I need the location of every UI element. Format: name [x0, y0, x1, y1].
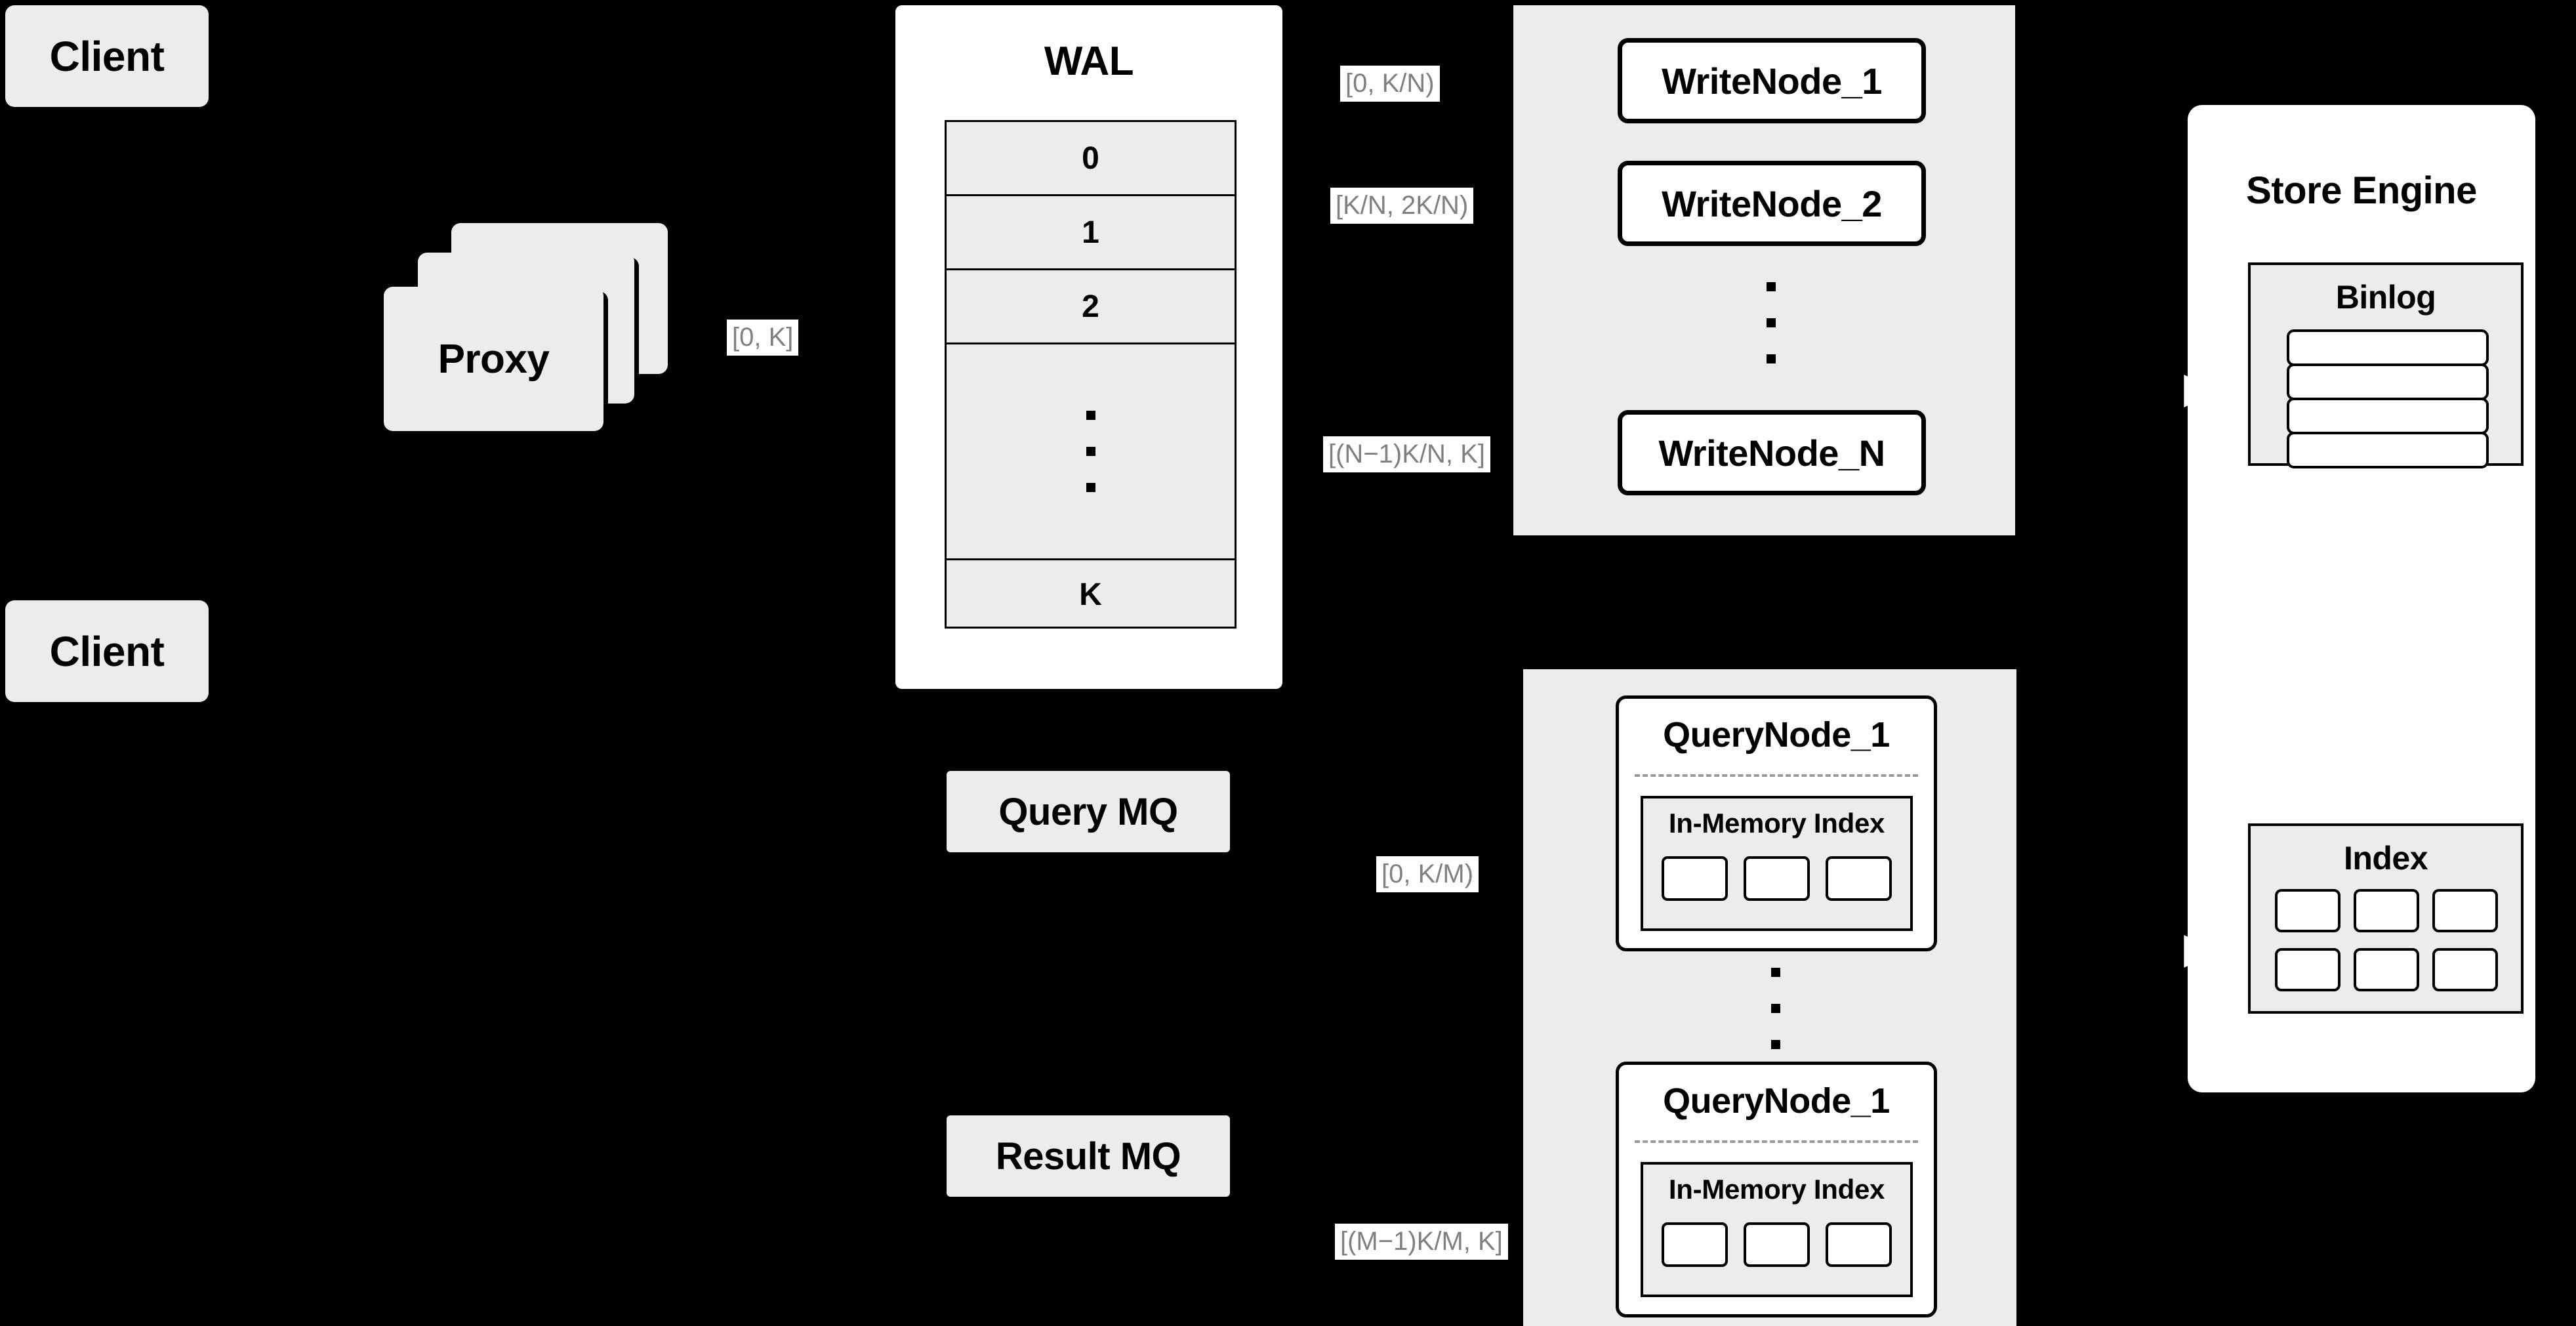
query-node-1-index-title: In-Memory Index	[1668, 808, 1885, 839]
write-node-n-label: WriteNode_N	[1658, 432, 1885, 474]
write-node-2-range-label: [K/N, 2K/N)	[1330, 188, 1474, 224]
query-mq-label: Query MQ	[998, 790, 1178, 833]
ellipsis-dot	[1767, 354, 1776, 363]
index-chip	[1662, 856, 1728, 901]
wal-table: 0 1 2 K	[945, 120, 1237, 629]
query-node-1-in-memory-index: In-Memory Index	[1641, 796, 1913, 931]
index-title: Index	[2343, 840, 2428, 877]
client-box-1[interactable]: Client	[5, 5, 209, 107]
ellipsis-dot	[1086, 411, 1095, 420]
proxy-range-label: [0, K]	[727, 320, 799, 356]
store-index-chip	[2275, 889, 2341, 932]
write-node-2[interactable]: WriteNode_2	[1618, 161, 1926, 246]
query-node-2-chip-row	[1662, 1222, 1892, 1267]
index-chip	[1744, 856, 1810, 901]
binlog-row	[2287, 363, 2489, 400]
index-panel: Index	[2248, 823, 2524, 1014]
write-node-1[interactable]: WriteNode_1	[1618, 38, 1926, 123]
query-cluster-vertical-ellipsis	[1771, 968, 1780, 1049]
query-node-1-title: QueryNode_1	[1663, 715, 1890, 755]
write-node-1-label: WriteNode_1	[1662, 60, 1882, 102]
client-box-2[interactable]: Client	[5, 600, 209, 702]
index-chip-row-2	[2275, 948, 2498, 991]
store-index-chip	[2432, 948, 2498, 991]
result-mq-label: Result MQ	[995, 1134, 1181, 1178]
store-index-chip	[2354, 948, 2419, 991]
ellipsis-dot	[1086, 447, 1095, 456]
wal-row-k: K	[1079, 577, 1102, 612]
wal-title: WAL	[1044, 38, 1134, 84]
ellipsis-dot	[1771, 1004, 1780, 1013]
ellipsis-dot	[1771, 1040, 1780, 1049]
store-index-chip	[2432, 889, 2498, 932]
query-node-2-title: QueryNode_1	[1663, 1081, 1890, 1121]
binlog-title: Binlog	[2335, 279, 2436, 316]
query-node-1-range-label: [0, K/M)	[1376, 856, 1479, 893]
binlog-panel: Binlog	[2248, 262, 2524, 468]
query-node-2-range-label: [(M−1)K/M, K]	[1335, 1224, 1508, 1260]
query-node-2-separator	[1635, 1140, 1918, 1143]
binlog-row	[2287, 398, 2489, 434]
wal-row-ellipsis	[947, 344, 1235, 560]
ellipsis-dot	[1767, 282, 1776, 291]
result-mq-box[interactable]: Result MQ	[947, 1115, 1230, 1197]
write-node-1-range-label: [0, K/N)	[1340, 66, 1440, 102]
proxy-card-front[interactable]: Proxy	[384, 287, 603, 431]
store-index-chip	[2354, 889, 2419, 932]
query-node-1-separator	[1635, 774, 1918, 777]
query-node-2[interactable]: QueryNode_1 In-Memory Index	[1616, 1062, 1937, 1317]
binlog-row-list	[2287, 329, 2489, 468]
index-chip	[1744, 1222, 1810, 1267]
client-label-2: Client	[49, 627, 165, 675]
store-engine-title: Store Engine	[2246, 169, 2477, 212]
write-node-n[interactable]: WriteNode_N	[1618, 410, 1926, 495]
ellipsis-dot	[1771, 968, 1780, 977]
index-chip-row-1	[2275, 889, 2498, 932]
wal-row-1: 1	[947, 196, 1235, 270]
query-node-1-chip-row	[1662, 856, 1892, 901]
index-chip	[1826, 856, 1892, 901]
write-node-n-range-label: [(N−1)K/N, K]	[1323, 436, 1490, 473]
ellipsis-dot	[1767, 318, 1776, 327]
binlog-row	[2287, 432, 2489, 468]
wal-row-0: 0	[947, 122, 1235, 196]
wal-vertical-ellipsis	[1086, 411, 1095, 492]
query-mq-box[interactable]: Query MQ	[947, 771, 1230, 852]
wal-panel: WAL 0 1 2 K	[895, 5, 1282, 689]
ellipsis-dot	[1086, 483, 1095, 492]
query-node-2-in-memory-index: In-Memory Index	[1641, 1162, 1913, 1297]
query-node-1[interactable]: QueryNode_1 In-Memory Index	[1616, 695, 1937, 951]
index-chip	[1662, 1222, 1728, 1267]
binlog-row	[2287, 329, 2489, 366]
client-label-1: Client	[49, 32, 165, 80]
write-node-2-label: WriteNode_2	[1662, 182, 1882, 224]
query-node-2-index-title: In-Memory Index	[1668, 1174, 1885, 1205]
store-index-chip	[2275, 948, 2341, 991]
proxy-label: Proxy	[438, 336, 550, 382]
index-chip	[1826, 1222, 1892, 1267]
wal-row-2: 2	[947, 270, 1235, 344]
write-cluster-vertical-ellipsis	[1767, 282, 1776, 363]
store-engine-panel: Store Engine Binlog Index	[2188, 105, 2535, 1092]
